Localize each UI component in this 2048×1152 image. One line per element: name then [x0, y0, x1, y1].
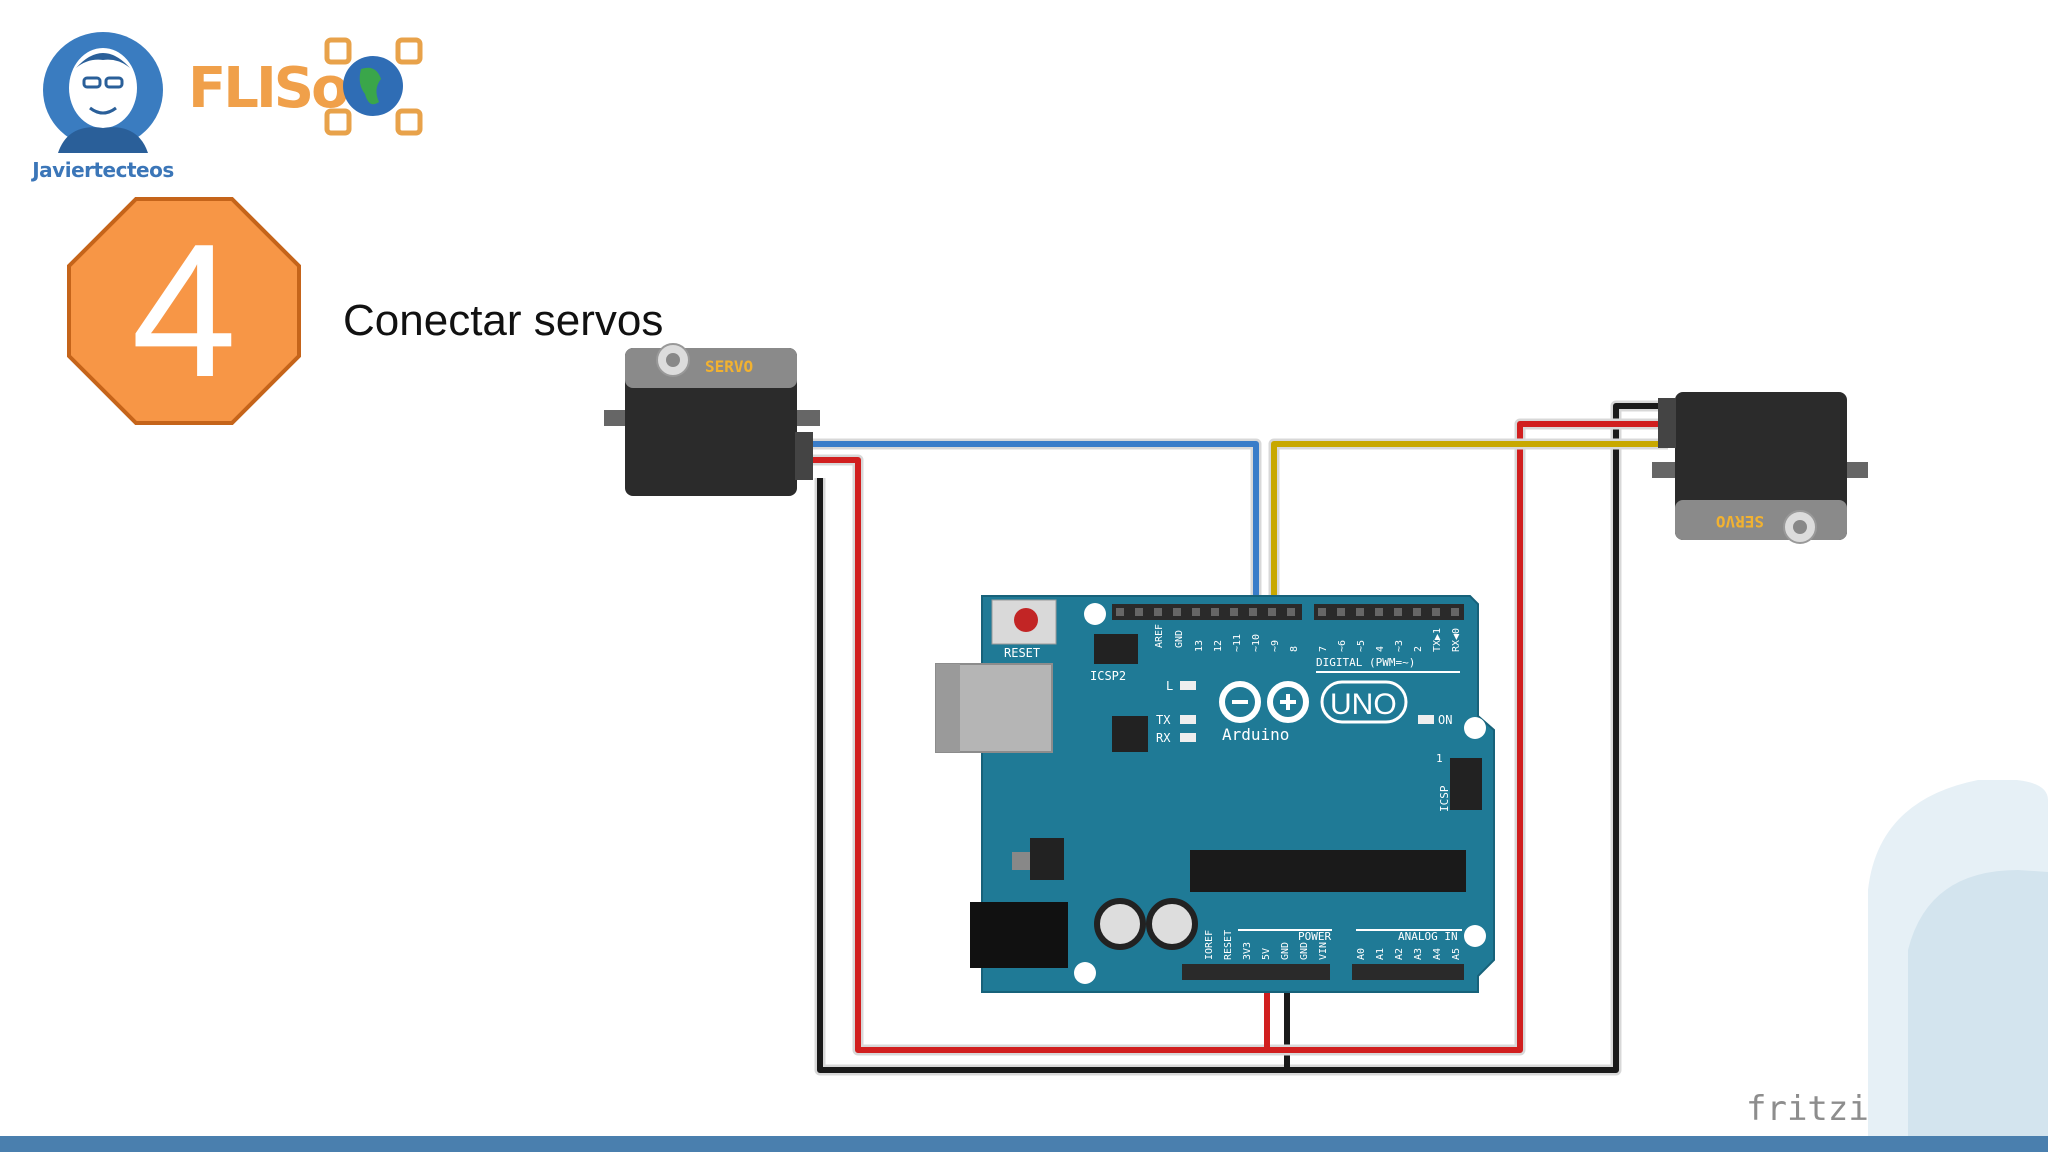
- digital-pin-label: RX◀0: [1451, 628, 1462, 652]
- reset-button: [1014, 608, 1038, 632]
- decorative-cloud: [1868, 780, 2048, 1136]
- header-pin-hole: [1394, 608, 1402, 616]
- analog-pin-label: A5: [1451, 948, 1462, 960]
- digital-pin-label: TX▶1: [1432, 628, 1443, 652]
- uno-label: UNO: [1330, 688, 1397, 721]
- power-jack: [970, 902, 1068, 968]
- analog-header: [1352, 964, 1464, 980]
- header-pin-hole: [1356, 608, 1364, 616]
- javiertecteos-portrait-icon: [43, 32, 163, 153]
- digital-header-right: [1314, 604, 1464, 620]
- icsp2-label: ICSP2: [1090, 669, 1126, 683]
- header-pin-hole: [1154, 608, 1162, 616]
- servo-left: SERVO: [604, 343, 820, 496]
- capacitor-2: [1146, 898, 1198, 950]
- uno-badge: [1320, 680, 1408, 724]
- header-pin-hole: [1337, 608, 1345, 616]
- header-pin-hole: [1116, 608, 1124, 616]
- analog-pin-label: A2: [1394, 948, 1405, 960]
- analog-pin-label: A4: [1432, 948, 1443, 960]
- digital-pin-label: ~3: [1394, 640, 1405, 652]
- javiertecteos-logo: Javiertecteos: [28, 28, 178, 183]
- step-title: Conectar servos: [343, 296, 664, 345]
- header-pin-hole: [1192, 608, 1200, 616]
- digital-pin-label: ~6: [1337, 640, 1348, 652]
- usb-chip: [1112, 716, 1148, 752]
- header-pin-hole: [1211, 608, 1219, 616]
- digital-pin-label: 12: [1213, 640, 1224, 652]
- flisol-logo: FLISoL: [186, 34, 426, 144]
- power-pin-label: VIN: [1318, 942, 1329, 960]
- bottom-bar: [0, 1136, 2048, 1152]
- power-pin-label: IOREF: [1204, 930, 1215, 960]
- on-label: ON: [1438, 713, 1452, 727]
- arduino-brand-label: Arduino: [1222, 725, 1289, 744]
- digital-pin-label: 8: [1289, 646, 1300, 652]
- step-number: 4: [131, 205, 237, 417]
- servo-left-label: SERVO: [705, 357, 753, 376]
- header-pin-hole: [1249, 608, 1257, 616]
- header-pin-hole: [1173, 608, 1181, 616]
- power-header: [1182, 964, 1330, 980]
- header-pin-hole: [1287, 608, 1295, 616]
- javiertecteos-caption: Javiertecteos: [32, 158, 174, 182]
- header-pin-hole: [1318, 608, 1326, 616]
- servo-right: SERVO: [1652, 392, 1868, 544]
- power-pin-label: GND: [1299, 942, 1310, 960]
- analog-pin-label: A1: [1375, 948, 1386, 960]
- aref-label: AREF: [1154, 624, 1165, 648]
- header-pin-hole: [1451, 608, 1459, 616]
- header-pin-hole: [1268, 608, 1276, 616]
- servo-right-label: SERVO: [1716, 512, 1764, 531]
- rx-label: RX: [1156, 731, 1171, 745]
- header-pin-hole: [1230, 608, 1238, 616]
- digital-pin-label: ~5: [1356, 640, 1367, 652]
- gnd-label: GND: [1174, 630, 1185, 648]
- digital-pin-label: 13: [1194, 640, 1205, 652]
- voltage-regulator: [1030, 838, 1064, 880]
- icsp-pin1-label: 1: [1436, 752, 1443, 765]
- capacitor-1: [1094, 898, 1146, 950]
- analog-pin-label: A3: [1413, 948, 1424, 960]
- power-pin-label: GND: [1280, 942, 1291, 960]
- wires: [812, 400, 1668, 1076]
- reset-label: RESET: [1004, 646, 1040, 660]
- digital-pin-label: ~9: [1270, 640, 1281, 652]
- icsp-label: ICSP: [1438, 785, 1451, 812]
- wire-yellow-signal: [1268, 438, 1668, 615]
- digital-pin-label: 4: [1375, 646, 1386, 652]
- step-badge: 4: [66, 196, 302, 426]
- header-pin-hole: [1413, 608, 1421, 616]
- octagon-shape: [67, 197, 301, 425]
- header-pin-hole: [1432, 608, 1440, 616]
- tx-label: TX: [1156, 713, 1171, 727]
- digital-pin-label: 2: [1413, 646, 1424, 652]
- arduino-infinity-icon: [1219, 681, 1309, 723]
- wire-blue-signal: [812, 438, 1262, 615]
- header-pin-hole: [1375, 608, 1383, 616]
- l-label: L: [1166, 679, 1173, 693]
- analog-pin-label: A0: [1356, 948, 1367, 960]
- icsp-header: [1450, 758, 1482, 810]
- analog-label: ANALOG IN: [1398, 930, 1458, 943]
- digital-pin-label: ~10: [1251, 634, 1262, 652]
- power-pin-label: 3V3: [1242, 942, 1253, 960]
- digital-pin-label: ~11: [1232, 634, 1243, 652]
- digital-label: DIGITAL (PWM=~): [1316, 656, 1415, 669]
- atmega-chip: [1190, 850, 1466, 892]
- globe-icon: [324, 37, 423, 136]
- power-label: POWER: [1298, 930, 1331, 943]
- header-pin-hole: [1135, 608, 1143, 616]
- digital-pin-label: 7: [1318, 646, 1329, 652]
- power-pin-label: 5V: [1261, 948, 1272, 960]
- power-pin-label: RESET: [1223, 930, 1234, 960]
